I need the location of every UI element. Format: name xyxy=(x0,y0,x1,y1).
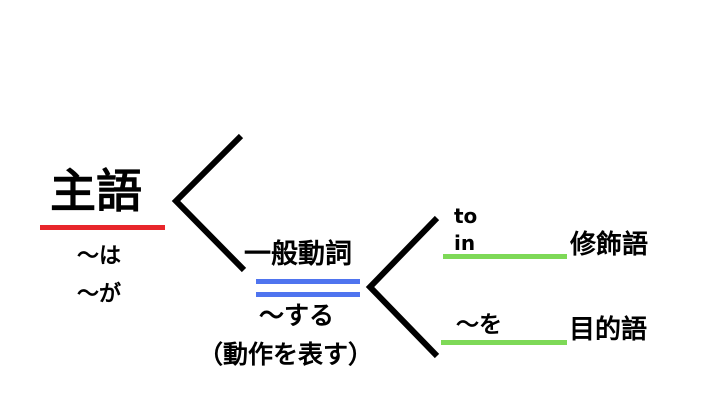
verb-underline-top xyxy=(256,279,360,284)
verb-branch-connector xyxy=(365,215,440,359)
verb-title: 一般動詞 xyxy=(244,239,352,270)
verb-note: （動作を表す） xyxy=(198,340,374,369)
verb-suffix: 〜する xyxy=(259,301,335,330)
modifier-label: 修飾語 xyxy=(570,230,649,260)
object-underline xyxy=(441,340,567,345)
verb-underline-bottom xyxy=(256,292,360,297)
object-label: 目的語 xyxy=(569,315,648,345)
subject-branch-connector xyxy=(171,133,247,273)
object-particle-wo: 〜を xyxy=(456,312,502,338)
modifier-underline xyxy=(443,254,567,259)
subject-underline xyxy=(40,225,165,230)
subject-particle-ga: 〜が xyxy=(77,282,122,307)
subject-title: 主語 xyxy=(50,164,142,218)
modifier-particle-to: to xyxy=(454,204,478,228)
subject-particle-wa: 〜は xyxy=(77,244,122,269)
modifier-particle-in: in xyxy=(454,231,476,255)
